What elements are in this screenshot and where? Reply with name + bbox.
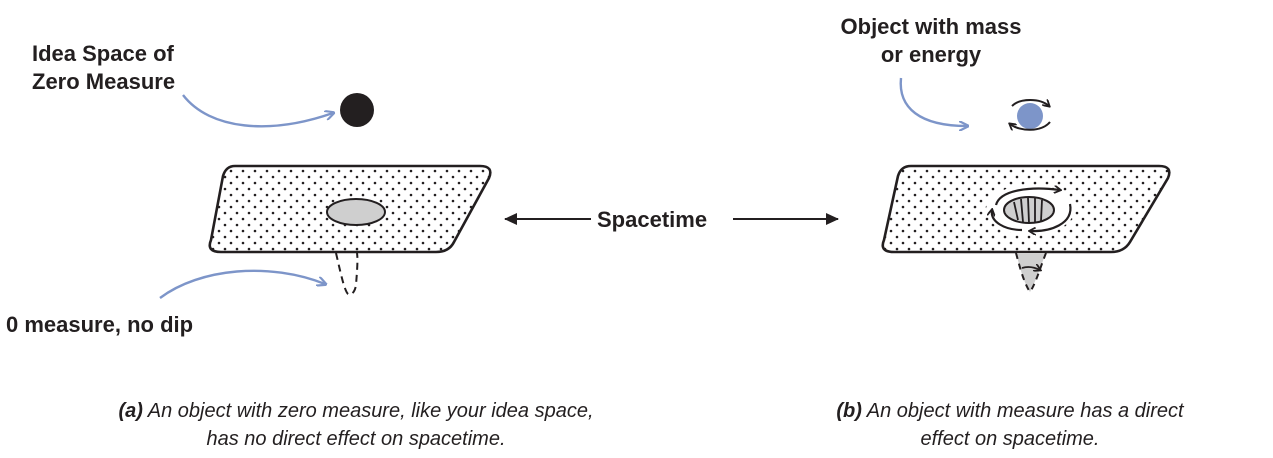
- object-mass-label-line1: Object with mass: [840, 14, 1022, 39]
- caption-b-line2: effect on spacetime.: [920, 428, 1100, 450]
- well-stripes: [1013, 197, 1043, 224]
- spacetime-label: Spacetime: [597, 207, 708, 232]
- caption-a-text1: An object with zero measure, like your i…: [147, 400, 594, 422]
- curve-arrow-top: [994, 189, 1060, 206]
- object-mass-label-line2: or energy: [880, 42, 982, 67]
- panel-b: [881, 77, 1171, 293]
- curve-arrow-left: [992, 210, 1023, 232]
- caption-a: (a) An object with zero measure, like yo…: [96, 397, 616, 453]
- dip-edge-right: [1029, 252, 1047, 293]
- spacetime-dip: [1016, 253, 1046, 292]
- caption-a-line2: has no direct effect on spacetime.: [206, 428, 506, 450]
- zero-measure-arrow: [159, 269, 325, 299]
- caption-b-line1: (b) An object with measure has a direct: [790, 397, 1230, 425]
- caption-a-line1: (a) An object with zero measure, like yo…: [96, 397, 616, 425]
- mass-object: [1017, 103, 1043, 129]
- dashed-dip: [335, 252, 359, 296]
- caption-b: (b) An object with measure has a direct …: [790, 397, 1230, 453]
- curve-arrow-right: [1030, 203, 1072, 231]
- idea-space-arrow: [182, 94, 333, 128]
- idea-space-label-line2: Zero Measure: [32, 69, 176, 94]
- idea-space-label-line1: Idea Space of: [32, 41, 174, 66]
- caption-b-text1: An object with measure has a direct: [866, 400, 1184, 422]
- idea-space-label: Idea Space of Zero Measure: [32, 40, 175, 96]
- object-mass-label: Object with mass or energy: [822, 13, 1040, 69]
- orbit-arrow-bottom: [1010, 121, 1051, 130]
- caption-b-tag: (b): [836, 400, 862, 422]
- dip-arrow: [1021, 267, 1040, 270]
- zero-measure-label: 0 measure, no dip: [6, 312, 194, 337]
- flat-ellipse: [326, 198, 386, 226]
- orbit-arrow-top: [1011, 99, 1049, 106]
- caption-a-tag: (a): [118, 400, 143, 422]
- panel-a: [159, 93, 492, 299]
- dip-edge-left: [1015, 252, 1031, 293]
- zero-measure-object: [340, 93, 374, 127]
- object-mass-arrow: [899, 77, 967, 126]
